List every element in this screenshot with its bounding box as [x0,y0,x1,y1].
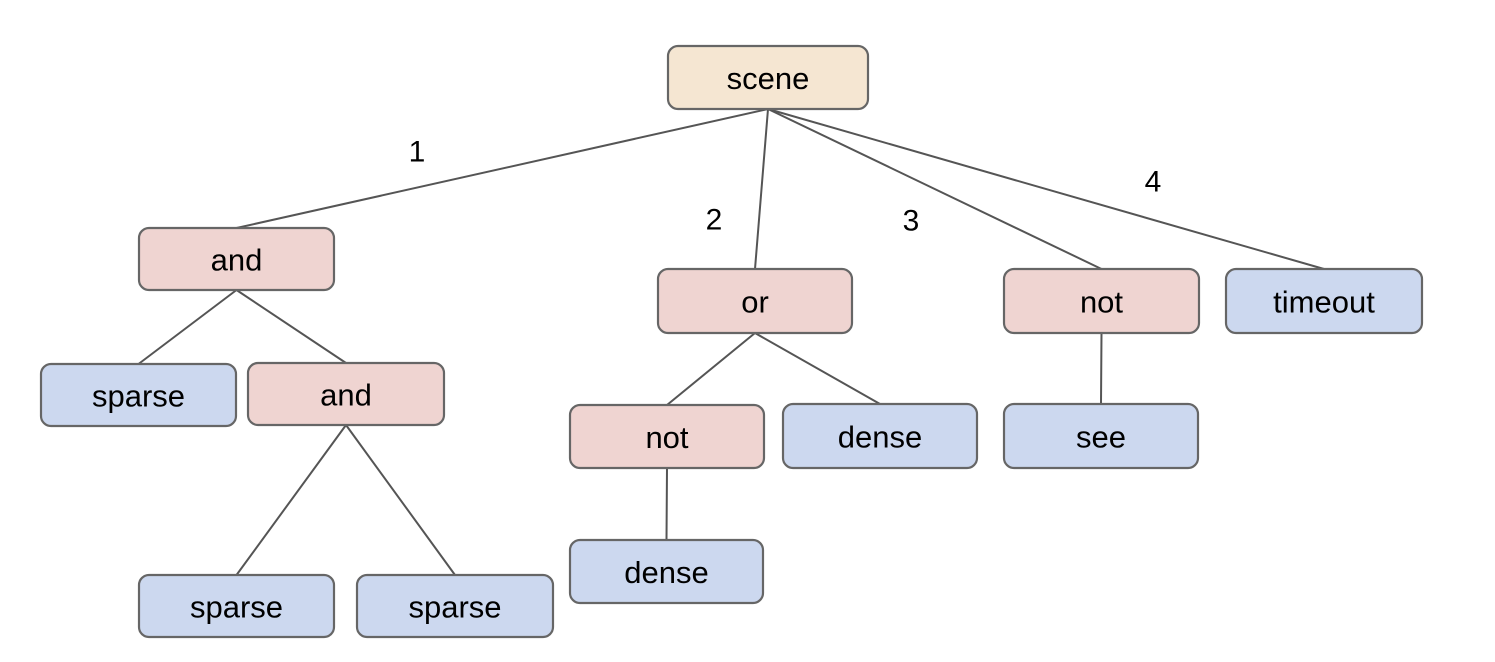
node-label-not1: not [645,420,688,455]
node-box-sparse2[interactable] [137,573,336,639]
tree-node-dense1[interactable]: dense [568,538,765,605]
node-box-dense2[interactable] [781,402,979,470]
node-label-sparse2: sparse [190,590,283,625]
tree-edge-and1-to-and2 [235,289,347,364]
node-box-dense1[interactable] [568,538,765,605]
edge-label-2: 2 [706,204,723,237]
node-box-not1[interactable] [568,403,766,470]
tree-node-dense2[interactable]: dense [781,402,979,470]
node-label-dense2: dense [838,420,922,455]
tree-node-and2[interactable]: and [246,361,446,427]
node-box-and1[interactable] [137,226,336,292]
node-box-timeout1[interactable] [1224,267,1424,335]
tree-edge-not1-to-dense1 [665,467,668,541]
tree-edge-scene-to-or1 [754,108,769,270]
tree-edge-and2-to-sparse3 [345,424,456,576]
node-label-or1: or [741,285,769,320]
tree-node-see1[interactable]: see [1002,402,1200,470]
node-label-sparse1: sparse [92,379,185,414]
node-box-see1[interactable] [1002,402,1200,470]
node-box-or1[interactable] [656,267,854,335]
tree-node-timeout1[interactable]: timeout [1224,267,1424,335]
node-box-sparse3[interactable] [355,573,555,639]
tree-node-scene[interactable]: scene [666,44,870,111]
node-label-see1: see [1076,420,1126,455]
tree-node-not2[interactable]: not [1002,267,1201,335]
node-box-scene[interactable] [666,44,870,111]
tree-edge-and2-to-sparse2 [235,424,347,576]
tree-node-sparse2[interactable]: sparse [137,573,336,639]
tree-node-sparse1[interactable]: sparse [39,362,238,428]
node-box-sparse1[interactable] [39,362,238,428]
tree-edge-not2-to-see1 [1100,332,1103,405]
node-label-sparse3: sparse [408,590,501,625]
node-label-timeout1: timeout [1273,285,1375,320]
tree-node-and1[interactable]: and [137,226,336,292]
tree-edge-scene-to-and1 [235,108,769,229]
tree-edge-and1-to-sparse1 [137,289,238,365]
edge-label-layer: 1 2 3 4 [409,136,1162,238]
tree-node-or1[interactable]: or [656,267,854,335]
edge-label-1: 1 [409,136,426,169]
node-label-scene: scene [727,61,810,96]
tree-node-sparse3[interactable]: sparse [355,573,555,639]
tree-edge-or1-to-not1 [666,332,756,406]
tree-edge-scene-to-timeout1 [767,108,1325,270]
node-box-not2[interactable] [1002,267,1201,335]
edge-label-3: 3 [903,205,920,238]
edge-layer [137,108,1325,576]
tree-edge-or1-to-dense2 [754,332,881,405]
node-label-and2: and [320,378,372,413]
edge-label-4: 4 [1145,166,1162,199]
tree-node-not1[interactable]: not [568,403,766,470]
node-label-and1: and [211,243,263,278]
node-layer: scene and sparse and sparse sparse or not dense d… [39,44,1424,639]
tree-edge-scene-to-not2 [767,108,1103,270]
node-label-not2: not [1080,285,1123,320]
node-box-and2[interactable] [246,361,446,427]
node-label-dense1: dense [624,555,708,590]
